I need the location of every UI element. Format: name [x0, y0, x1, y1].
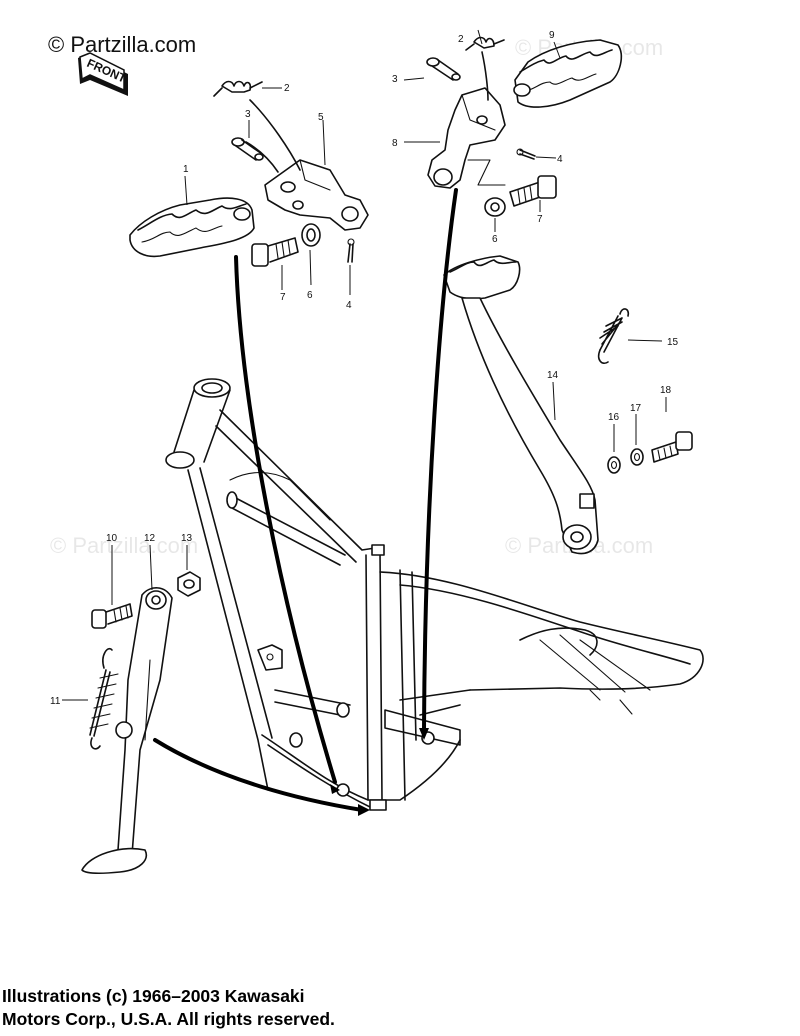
part-14-brake-pedal [443, 255, 599, 555]
part-6-washer-right [484, 197, 506, 217]
copyright-line-1: Illustrations (c) 1966–2003 Kawasaki [2, 986, 305, 1006]
callout-10: 10 [106, 533, 118, 544]
callout-9: 9 [549, 30, 555, 41]
rear-brace [539, 634, 651, 693]
spring-arrow-right [481, 51, 489, 101]
part-9-footpeg-right [513, 39, 622, 108]
part-3-pin-right [426, 57, 461, 81]
front-arrow-badge: FRONT [78, 52, 129, 96]
callout-leaders [62, 29, 667, 701]
head-tube-top [193, 378, 231, 398]
callout-15: 15 [667, 337, 679, 348]
head-tube [173, 389, 231, 463]
rear-strut [399, 689, 471, 716]
callout-8: 8 [392, 138, 398, 149]
pin-arrow-left [245, 141, 279, 173]
callout-2-right: 2 [458, 34, 464, 45]
part-10-bolt [91, 603, 133, 629]
callout-17: 17 [630, 403, 642, 414]
part-18-bolt [651, 431, 693, 463]
callout-6: 6 [307, 290, 313, 301]
part-3-pin-left [231, 137, 264, 161]
frame-tab [371, 544, 385, 556]
bracket-hole [266, 653, 274, 661]
watermark-top-left: © Partzilla.com [48, 32, 196, 57]
gusset-end [226, 491, 238, 509]
part-15-return-spring [597, 308, 630, 365]
part-6-washer-left [301, 223, 321, 247]
seat-rail-inner [399, 584, 691, 665]
callout-3-right: 3 [392, 74, 398, 85]
callout-14: 14 [547, 370, 559, 381]
frame-assembly [165, 378, 704, 811]
part-8-footpeg-bracket-right [427, 87, 506, 189]
inner-tube [229, 472, 331, 521]
part-11-spring [89, 648, 119, 750]
part-2-spring-right [465, 36, 505, 51]
callout-13: 13 [181, 533, 193, 544]
engine-mount-boss [336, 702, 350, 718]
arrowhead [419, 728, 429, 740]
head-tube-inner [201, 382, 223, 394]
arrowhead [358, 804, 370, 816]
top-tube [215, 409, 376, 563]
lower-cradle [261, 734, 461, 801]
spring-arrow-left [249, 99, 301, 171]
callout-2: 2 [284, 83, 290, 94]
callout-16: 16 [608, 412, 620, 423]
part-17-washer [630, 448, 644, 466]
copyright-notice: Illustrations (c) 1966–2003 Kawasaki Mot… [2, 985, 422, 1031]
callout-6-right: 6 [492, 234, 498, 245]
hidden-line-indicator [467, 159, 506, 186]
part-7-bolt-right [509, 175, 557, 207]
head-tube-bottom [165, 451, 195, 469]
part-7-bolt-left [251, 237, 299, 267]
part-16-washer [607, 456, 621, 474]
rear-tabs [589, 689, 633, 715]
arrowhead [330, 784, 340, 794]
down-tube [187, 467, 273, 791]
callout-4-right: 4 [557, 154, 563, 165]
watermark-text: © Partzilla.com [50, 533, 198, 558]
part-13-nut [177, 571, 201, 597]
assembly-arrow-right-footrest [422, 188, 458, 732]
part-12-side-stand [81, 587, 173, 875]
engine-mount-boss [289, 732, 303, 748]
part-4-cotter-right [516, 148, 536, 160]
assembly-arrow-side-stand [153, 738, 364, 812]
cross-member [384, 709, 461, 746]
part-4-cotter-left [347, 238, 355, 263]
callout-1: 1 [183, 164, 189, 175]
callout-11: 11 [50, 696, 61, 707]
lower-cradle-inner [267, 744, 373, 809]
callout-7: 7 [280, 292, 286, 303]
gusset-tube [229, 494, 346, 566]
seat-tube [365, 551, 383, 801]
callout-3: 3 [245, 109, 251, 120]
part-2-spring-left [213, 80, 263, 97]
footrest-mount-tab [369, 799, 387, 811]
callout-4: 4 [346, 300, 352, 311]
assembly-arrow-left-footrest [234, 255, 337, 784]
callout-5: 5 [318, 112, 324, 123]
rear-loop [519, 627, 598, 656]
callout-12: 12 [144, 533, 156, 544]
callout-18: 18 [660, 385, 672, 396]
copyright-line-2: Motors Corp., U.S.A. All rights reserved… [2, 1009, 335, 1029]
callout-7-right: 7 [537, 214, 543, 225]
rear-vertical-tube [399, 569, 417, 801]
part-5-footrest-bracket [264, 159, 369, 231]
frame-bracket [257, 644, 283, 671]
seat-rail [379, 571, 704, 691]
part-1-footpeg-left [129, 197, 255, 258]
